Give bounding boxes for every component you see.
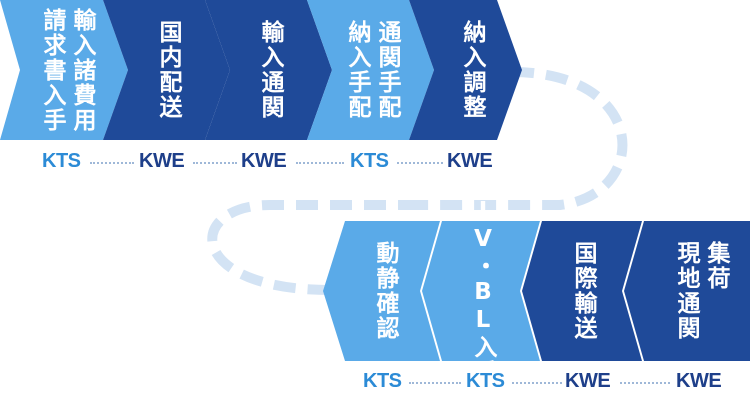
responsible-label-6: KTS <box>363 370 402 392</box>
step-text-7: IV・BL入手 <box>442 198 524 385</box>
step-label-9: 集荷 現地通関 <box>673 241 729 341</box>
step-label-8: 国際輸送 <box>570 241 596 341</box>
step-text-4: 通関手配 納入手配 <box>330 0 414 140</box>
responsible-label-4: KTS <box>350 150 389 172</box>
step-text-6: 動静確認 <box>345 221 425 361</box>
step-label-5: 納入調整 <box>459 20 485 120</box>
dotted-separator <box>296 162 344 164</box>
step-chevron-5 <box>409 0 522 140</box>
dotted-separator <box>409 382 461 384</box>
responsible-label-9: KWE <box>676 370 722 392</box>
step-chevron-8 <box>522 221 642 361</box>
step-label-4: 通関手配 納入手配 <box>344 20 400 120</box>
step-text-9: 集荷 現地通関 <box>652 221 750 361</box>
step-label-2: 国内配送 <box>155 20 181 120</box>
step-label-3: 輸入通関 <box>257 20 283 120</box>
step-text-5: 納入調整 <box>432 0 512 140</box>
connector-path-left <box>207 200 420 295</box>
responsible-label-5: KWE <box>447 150 493 172</box>
step-chevron-7 <box>422 221 540 361</box>
step-label-1: 輸入諸費用 請求書入手 <box>39 7 95 133</box>
dotted-separator <box>90 162 134 164</box>
step-label-7: IV・BL入手 <box>470 197 496 385</box>
step-chevron-1 <box>0 0 128 140</box>
dotted-separator <box>620 382 670 384</box>
step-chevron-2 <box>103 0 230 140</box>
step-text-8: 国際輸送 <box>542 221 624 361</box>
connector-path-right <box>420 67 628 210</box>
step-text-1: 輸入諸費用 請求書入手 <box>22 0 112 140</box>
responsible-label-8: KWE <box>565 370 611 392</box>
dotted-separator <box>397 162 443 164</box>
step-chevron-3 <box>205 0 332 140</box>
step-text-3: 輸入通関 <box>228 0 312 140</box>
step-label-6: 動静確認 <box>372 241 398 341</box>
responsible-label-1: KTS <box>42 150 81 172</box>
step-chevron-6 <box>323 221 440 361</box>
step-text-2: 国内配送 <box>126 0 210 140</box>
responsible-label-7: KTS <box>466 370 505 392</box>
step-chevron-4 <box>307 0 434 140</box>
step-chevron-9 <box>624 221 750 361</box>
responsible-label-2: KWE <box>139 150 185 172</box>
responsible-label-3: KWE <box>241 150 287 172</box>
dotted-separator <box>193 162 237 164</box>
dotted-separator <box>512 382 562 384</box>
